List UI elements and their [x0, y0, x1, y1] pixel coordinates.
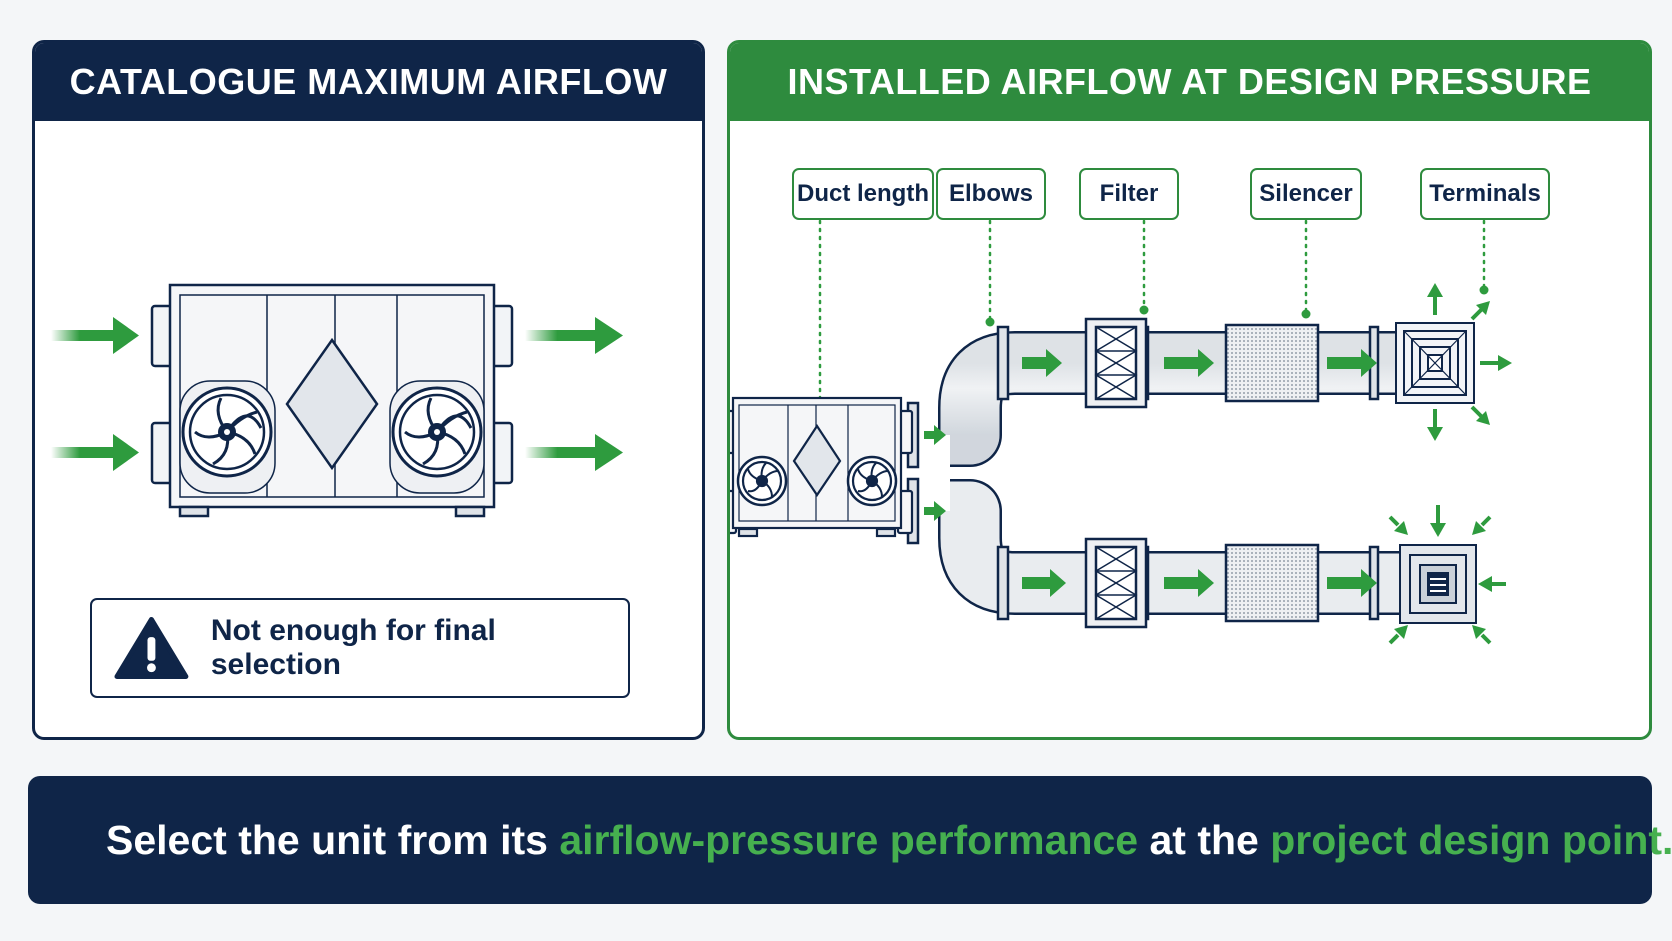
catalogue-panel-title: CATALOGUE MAXIMUM AIRFLOW: [35, 43, 702, 121]
extract-intake-arrows: [1388, 505, 1506, 645]
installed-panel-title: INSTALLED AIRFLOW AT DESIGN PRESSURE: [730, 43, 1649, 121]
warning-box: Not enough for final selection: [90, 598, 630, 698]
extract-grille: [1399, 544, 1477, 624]
warning-text: Not enough for final selection: [210, 614, 496, 681]
supply-intake-arrow: [51, 317, 139, 354]
elbows-tag: Elbows: [936, 168, 1046, 220]
exhaust-outlet-arrow: [525, 434, 623, 471]
heat-recovery-unit: [730, 396, 914, 538]
extract-silencer: [1224, 543, 1320, 623]
exhaust-fan-icon: [391, 386, 483, 478]
conclusion-part1: Select the unit from its: [106, 816, 560, 863]
exhaust-intake-arrow: [51, 434, 139, 471]
supply-fan-icon: [181, 386, 273, 478]
filter-tag: Filter: [1079, 168, 1179, 220]
conclusion-banner: Select the unit from its airflow-pressur…: [28, 776, 1672, 904]
warning-icon: [114, 616, 189, 680]
supply-duct: [938, 331, 1430, 467]
ductwork-system-illustration: [730, 219, 1512, 645]
catalogue-panel: CATALOGUE MAXIMUM AIRFLOW: [32, 40, 705, 740]
installed-panel: INSTALLED AIRFLOW AT DESIGN PRESSURE: [727, 40, 1652, 740]
supply-diffuser: [1395, 322, 1475, 404]
supply-discharge-arrows: [1427, 283, 1512, 441]
conclusion-highlight-design-point: project design point.: [1270, 816, 1672, 863]
duct-length-tag: Duct length: [792, 168, 934, 220]
heat-recovery-unit-illustration: [51, 283, 623, 518]
conclusion-part2: at the: [1138, 816, 1271, 863]
supply-outlet-arrow: [525, 317, 623, 354]
silencer-tag: Silencer: [1250, 168, 1362, 220]
conclusion-text: Select the unit from its airflow-pressur…: [106, 817, 1672, 864]
extract-duct: [938, 479, 1420, 615]
extract-filter: [1084, 537, 1148, 629]
terminals-tag: Terminals: [1420, 168, 1550, 220]
supply-filter: [1084, 317, 1148, 409]
conclusion-highlight-performance: airflow-pressure performance: [559, 816, 1139, 863]
supply-silencer: [1224, 323, 1320, 403]
